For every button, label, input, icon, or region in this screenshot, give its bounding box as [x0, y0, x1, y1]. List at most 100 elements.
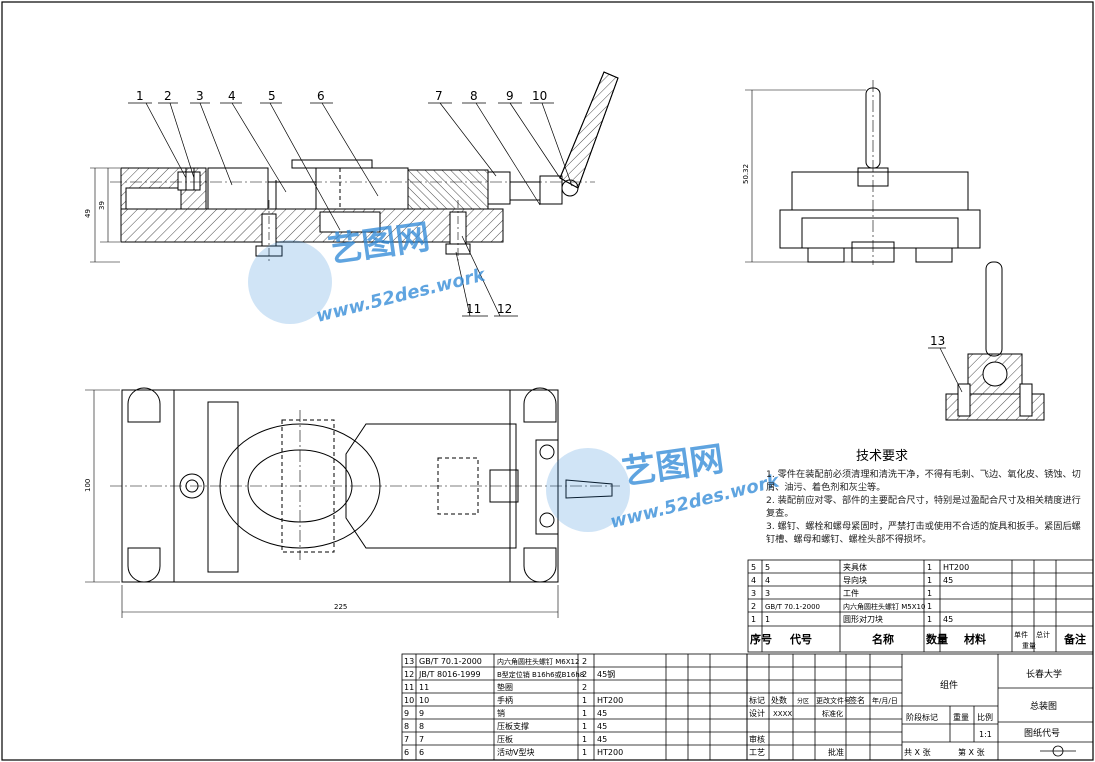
title-block-text: 标记 处数 分区 更改文件号 签名 年/月/日 设计 XXXX 标准化 审核 工… — [749, 668, 1062, 757]
balloon-2: 2 — [164, 89, 172, 103]
bom-u-h-mat: 材料 — [964, 632, 986, 646]
balloon-labels: 1 2 3 4 5 6 7 8 9 10 11 12 13 — [136, 89, 945, 348]
dim-225: 225 — [334, 603, 347, 611]
dim-50-32: 50.32 — [742, 164, 750, 184]
bom-u-mat-0: HT200 — [943, 563, 969, 572]
bom-l-seq-4: 9 — [404, 709, 409, 718]
bom-l-code-4: 9 — [419, 709, 424, 718]
tb-school: 长春大学 — [1026, 668, 1062, 680]
balloon-9: 9 — [506, 89, 514, 103]
bom-l-name-7: 活动V型块 — [497, 747, 534, 757]
bom-u-h-seq: 序号 — [750, 632, 772, 646]
watermark: 艺图网 www.52des.work 艺图网 www.52des.work — [248, 217, 782, 533]
balloon-3: 3 — [196, 89, 204, 103]
tb-drawing: 总装图 — [1030, 700, 1057, 712]
bom-l-mat-6: 45 — [597, 735, 607, 744]
balloon-5: 5 — [268, 89, 276, 103]
balloon-1: 1 — [136, 89, 144, 103]
bom-u-seq-2: 3 — [751, 589, 756, 598]
bom-u-seq-1: 4 — [751, 576, 756, 585]
watermark-url-1: www.52des.work — [314, 264, 488, 327]
bom-l-code-2: 11 — [419, 683, 429, 692]
bom-u-qty-1: 1 — [927, 576, 932, 585]
tb-standard: 标准化 — [822, 709, 843, 718]
bom-u-code-0: 5 — [765, 563, 770, 572]
bom-l-code-1: JB/T 8016-1999 — [418, 670, 481, 679]
bom-l-name-0: 内六角圆柱头螺钉 M6X12 — [497, 657, 579, 666]
bom-u-h-code: 代号 — [789, 632, 812, 646]
tb-sign: 签名 — [849, 695, 865, 705]
tb-review: 审核 — [749, 734, 765, 744]
bom-l-name-2: 垫圈 — [497, 682, 513, 692]
bom-l-code-6: 7 — [419, 735, 424, 744]
bom-u-seq-0: 5 — [751, 563, 756, 572]
bom-u-h-remark: 备注 — [1063, 632, 1086, 646]
bom-l-mat-4: 45 — [597, 709, 607, 718]
dim-39: 39 — [98, 201, 106, 210]
dim-49: 49 — [84, 209, 92, 218]
bom-l-code-5: 8 — [419, 722, 424, 731]
balloon-leaders-front — [128, 102, 573, 317]
tb-process: 工艺 — [749, 748, 765, 757]
bom-u-code-3: GB/T 70.1-2000 — [765, 603, 820, 611]
bom-l-seq-6: 7 — [404, 735, 409, 744]
bom-l-seq-5: 8 — [404, 722, 409, 731]
bom-u-h-name: 名称 — [872, 632, 894, 646]
tb-sheet-no: 第 X 张 — [958, 747, 985, 757]
tb-zone: 分区 — [797, 697, 809, 705]
side-view — [745, 80, 981, 265]
balloon-8: 8 — [470, 89, 478, 103]
front-section-view — [90, 71, 619, 263]
bom-u-code-1: 4 — [765, 576, 770, 585]
bom-u-h-qty: 数量 — [926, 632, 948, 646]
tech-requirements: 1. 零件在装配前必须清理和清洗干净，不得有毛刺、飞边、氧化皮、锈蚀、切屑、油污… — [766, 468, 1084, 546]
title-block — [746, 653, 1094, 761]
balloon-4: 4 — [228, 89, 236, 103]
tb-weight: 重量 — [953, 712, 969, 722]
bom-u-name-2: 工件 — [843, 588, 859, 598]
tb-sheets: 共 X 张 — [904, 748, 931, 757]
bom-u-name-1: 导向块 — [843, 575, 867, 585]
bom-l-mat-7: HT200 — [597, 748, 623, 757]
bom-l-qty-1: 2 — [582, 670, 587, 679]
watermark-logo-2: 艺图网 — [620, 439, 727, 493]
bom-l-name-3: 手柄 — [497, 695, 513, 705]
balloon-11: 11 — [466, 302, 481, 316]
bom-l-code-0: GB/T 70.1-2000 — [419, 657, 482, 666]
bom-l-code-7: 6 — [419, 748, 424, 757]
bom-l-seq-7: 6 — [404, 748, 409, 757]
tb-date: 年/月/日 — [872, 696, 898, 705]
tech-line-1: 1. 零件在装配前必须清理和清洗干净，不得有毛刺、飞边、氧化皮、锈蚀、切屑、油污… — [766, 469, 1081, 493]
tb-mark: 标记 — [749, 695, 765, 705]
bom-u-mat-4: 45 — [943, 615, 953, 624]
detail-section-view — [928, 261, 1045, 421]
top-view — [85, 387, 620, 618]
bom-u-h-weight: 重量 — [1022, 642, 1036, 650]
tb-stage: 阶段标记 — [906, 712, 938, 722]
balloon-10: 10 — [532, 89, 547, 103]
bom-l-mat-5: 45 — [597, 722, 607, 731]
bom-l-name-1: B型定位销 B16h6或B16h8 — [497, 670, 584, 679]
bom-l-code-3: 10 — [419, 696, 429, 705]
bom-u-seq-4: 1 — [751, 615, 756, 624]
bom-upper-table — [747, 559, 1094, 653]
bom-l-qty-4: 1 — [582, 709, 587, 718]
tb-drawing-code: 图纸代号 — [1024, 727, 1060, 739]
bom-u-name-0: 夹具体 — [843, 562, 867, 572]
bom-l-qty-0: 2 — [582, 657, 587, 666]
tech-line-3: 3. 螺钉、螺栓和螺母紧固时，严禁打击或使用不合适的旋具和扳手。紧固后螺钉槽、螺… — [766, 521, 1081, 545]
tech-title: 技术要求 — [856, 449, 908, 464]
tech-line-2: 2. 装配前应对零、部件的主要配合尺寸，特别是过盈配合尺寸及相关精度进行复查。 — [766, 495, 1081, 519]
balloon-6: 6 — [317, 89, 325, 103]
bom-u-code-2: 3 — [765, 589, 770, 598]
bom-l-qty-7: 1 — [582, 748, 587, 757]
bom-l-name-5: 压板支撑 — [497, 721, 529, 731]
balloon-13: 13 — [930, 334, 945, 348]
bom-u-mat-1: 45 — [943, 576, 953, 585]
bom-l-mat-3: HT200 — [597, 696, 623, 705]
balloon-12: 12 — [497, 302, 512, 316]
bom-l-mat-1: 45钢 — [597, 669, 615, 679]
bom-upper-text: 5 5 夹具体 1 HT200 4 4 导向块 1 45 3 3 工件 1 2 … — [750, 562, 1086, 650]
bom-l-name-4: 销 — [497, 708, 505, 718]
bom-u-h-unit: 单件 — [1014, 630, 1028, 639]
